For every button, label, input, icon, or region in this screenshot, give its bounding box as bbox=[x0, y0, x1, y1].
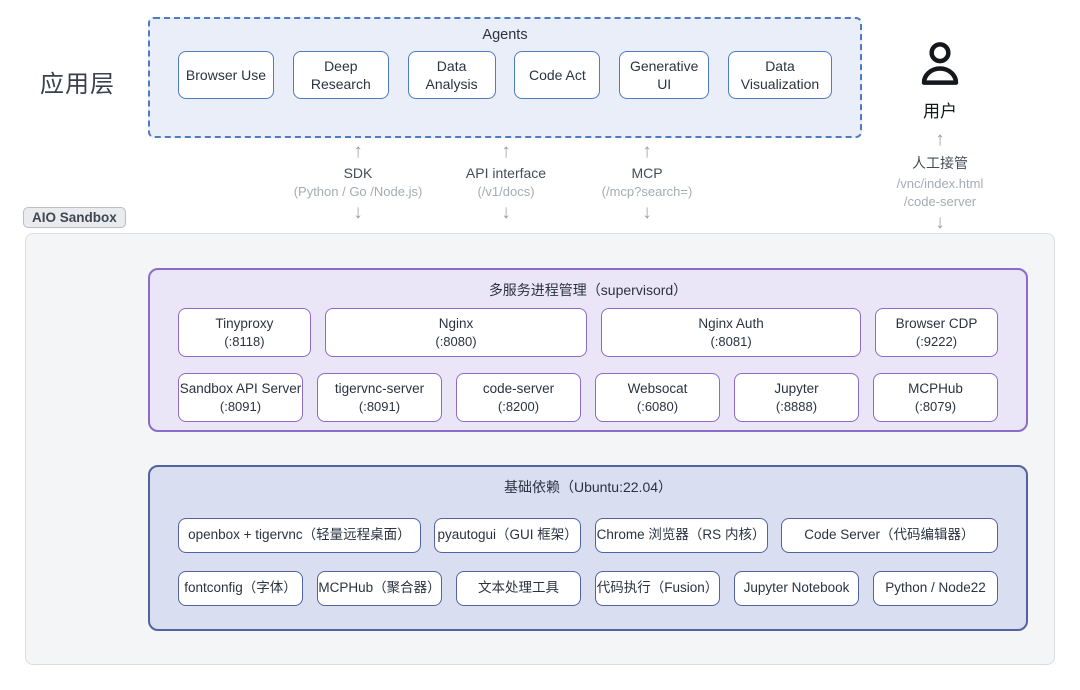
agent-item-data-analysis: Data Analysis bbox=[407, 51, 496, 99]
base-node-openbox-tigervnc: openbox + tigervnc（轻量远程桌面） bbox=[178, 518, 421, 553]
arrow-up-icon: ↑ bbox=[501, 141, 511, 162]
service-port: (:9222) bbox=[915, 333, 958, 349]
arrow-down-icon: ↓ bbox=[501, 202, 511, 223]
connector-title: SDK bbox=[343, 165, 373, 181]
base-node-chrome: Chrome 浏览器（RS 内核） bbox=[594, 518, 768, 553]
service-port: (:8080) bbox=[435, 333, 477, 349]
service-node-code-server: code-server (:8200) bbox=[456, 373, 581, 422]
service-name: Websocat bbox=[627, 380, 688, 396]
service-node-sandbox-api-server: Sandbox API Server (:8091) bbox=[178, 373, 303, 422]
base-node-text-tools: 文本处理工具 bbox=[456, 571, 581, 606]
service-name: code-server bbox=[482, 380, 555, 396]
agent-item-browser-use: Browser Use bbox=[178, 51, 274, 99]
arrow-up-icon: ↑ bbox=[642, 141, 652, 162]
agent-item-deep-research: Deep Research bbox=[292, 51, 389, 99]
base-node-mcphub: MCPHub（聚合器） bbox=[317, 571, 442, 606]
base-node-jupyter-notebook: Jupyter Notebook bbox=[734, 571, 859, 606]
arrow-down-icon: ↓ bbox=[642, 202, 652, 223]
service-port: (:8888) bbox=[775, 398, 818, 414]
service-port: (:8091) bbox=[219, 398, 262, 414]
agents-panel-title: Agents bbox=[482, 27, 528, 43]
base-row-1: openbox + tigervnc（轻量远程桌面） pyautogui（GUI… bbox=[178, 518, 998, 553]
arrow-up-icon: ↑ bbox=[935, 129, 945, 150]
service-node-nginx: Nginx (:8080) bbox=[324, 308, 588, 357]
service-layer-panel: 多服务进程管理（supervisord） Tinyproxy (:8118) N… bbox=[148, 268, 1028, 432]
service-row-2: Sandbox API Server (:8091) tigervnc-serv… bbox=[178, 373, 998, 422]
connector-subtitle: (/mcp?search=) bbox=[601, 184, 693, 199]
aio-sandbox-badge: AIO Sandbox bbox=[23, 207, 126, 228]
agent-item-data-visualization: Data Visualization bbox=[727, 51, 832, 99]
agent-item-code-act: Code Act bbox=[514, 51, 601, 99]
service-name: Nginx Auth bbox=[698, 315, 764, 331]
connector-title: 人工接管 bbox=[912, 155, 968, 171]
service-node-browser-cdp: Browser CDP (:9222) bbox=[874, 308, 998, 357]
agents-row: Browser Use Deep Research Data Analysis … bbox=[150, 51, 860, 99]
service-name: Browser CDP bbox=[895, 315, 978, 331]
service-port: (:8091) bbox=[358, 398, 401, 414]
service-row-1: Tinyproxy (:8118) Nginx (:8080) Nginx Au… bbox=[178, 308, 998, 357]
service-panel-title: 多服务进程管理（supervisord） bbox=[488, 282, 688, 298]
connector-subtitle: /vnc/index.html bbox=[896, 176, 984, 191]
service-name: Nginx bbox=[438, 315, 474, 331]
service-port: (:8079) bbox=[914, 398, 957, 414]
service-node-jupyter: Jupyter (:8888) bbox=[734, 373, 859, 422]
service-node-tinyproxy: Tinyproxy (:8118) bbox=[178, 308, 311, 357]
base-node-pyautogui: pyautogui（GUI 框架） bbox=[433, 518, 582, 553]
connector-title: MCP bbox=[631, 165, 663, 181]
user-label: 用户 bbox=[923, 102, 957, 121]
base-panel-title: 基础依赖（Ubuntu:22.04） bbox=[503, 479, 673, 495]
service-node-nginx-auth: Nginx Auth (:8081) bbox=[601, 308, 862, 357]
base-node-code-server: Code Server（代码编辑器） bbox=[780, 518, 998, 553]
connector-title: API interface bbox=[465, 165, 547, 181]
connector-mcp: ↑ MCP (/mcp?search=) ↓ bbox=[537, 142, 757, 222]
service-name: Jupyter bbox=[774, 380, 819, 396]
connector-manual-takeover: ↑ 人工接管 /vnc/index.html /code-server ↓ bbox=[830, 130, 1050, 232]
connector-sdk: ↑ SDK (Python / Go /Node.js) ↓ bbox=[248, 142, 468, 222]
service-node-tigervnc-server: tigervnc-server (:8091) bbox=[317, 373, 442, 422]
service-port: (:8200) bbox=[497, 398, 540, 414]
service-name: MCPHub bbox=[908, 380, 963, 396]
base-node-fontconfig: fontconfig（字体） bbox=[178, 571, 303, 606]
service-name: Tinyproxy bbox=[215, 315, 274, 331]
service-port: (:8118) bbox=[224, 333, 265, 349]
service-name: tigervnc-server bbox=[334, 380, 425, 396]
arrow-up-icon: ↑ bbox=[353, 141, 363, 162]
service-port: (:8081) bbox=[710, 333, 752, 349]
connector-api-interface: ↑ API interface (/v1/docs) ↓ bbox=[396, 142, 616, 222]
base-node-python-node22: Python / Node22 bbox=[873, 571, 998, 606]
user-icon bbox=[921, 42, 959, 85]
base-layer-panel: 基础依赖（Ubuntu:22.04） openbox + tigervnc（轻量… bbox=[148, 465, 1028, 631]
base-node-code-exec: 代码执行（Fusion） bbox=[595, 571, 720, 606]
connector-subtitle: (/v1/docs) bbox=[477, 184, 535, 199]
app-layer-label: 应用层 bbox=[40, 71, 115, 98]
service-port: (:6080) bbox=[636, 398, 679, 414]
connector-subtitle-2: /code-server bbox=[903, 194, 977, 209]
arrow-down-icon: ↓ bbox=[353, 202, 363, 223]
service-node-websocat: Websocat (:6080) bbox=[595, 373, 720, 422]
user-block: 用户 bbox=[886, 36, 994, 122]
agents-panel: Agents Browser Use Deep Research Data An… bbox=[148, 17, 862, 138]
base-row-2: fontconfig（字体） MCPHub（聚合器） 文本处理工具 代码执行（F… bbox=[178, 571, 998, 606]
agent-item-generative-ui: Generative UI bbox=[619, 51, 710, 99]
service-node-mcphub: MCPHub (:8079) bbox=[873, 373, 998, 422]
service-name: Sandbox API Server bbox=[179, 380, 302, 396]
arrow-down-icon: ↓ bbox=[935, 212, 945, 233]
connector-subtitle: (Python / Go /Node.js) bbox=[293, 184, 423, 199]
